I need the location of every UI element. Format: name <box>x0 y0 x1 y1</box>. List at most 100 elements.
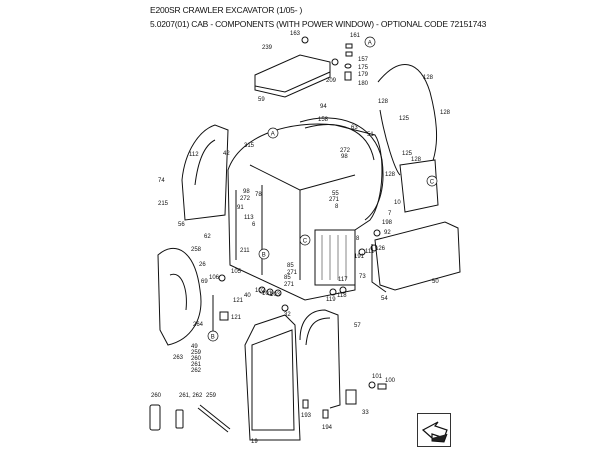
section-marker-circle <box>258 248 270 260</box>
diagram-subtitle: 5.0207(01) CAB - COMPONENTS (WITH POWER … <box>150 19 487 29</box>
section-marker-label: A <box>368 40 372 46</box>
callout-label: 55 <box>332 191 339 197</box>
callout-label: 179 <box>358 72 369 78</box>
callout-label: 119 <box>326 297 336 303</box>
callout-label: 98 <box>243 189 250 195</box>
callout-label: 262 <box>191 368 202 374</box>
callout-label: 194 <box>322 425 333 431</box>
callout-label: 85 <box>287 263 294 269</box>
section-marker-circle <box>299 234 311 246</box>
section-marker-circle <box>364 36 376 48</box>
section-marker-label: B <box>211 334 215 340</box>
callout-label: 260 <box>151 393 162 399</box>
callout-label: 101 <box>372 374 383 380</box>
callout-label: 42 <box>223 151 230 157</box>
section-marker-circle <box>426 175 438 187</box>
callout-label: 271 <box>284 282 295 288</box>
callout-label: 59 <box>258 97 265 103</box>
callout-label: 260 <box>191 356 202 362</box>
section-marker-circle <box>267 127 279 139</box>
callout-label: 100 <box>385 378 396 384</box>
callout-label: 259 <box>206 393 217 399</box>
callout-label: 78 <box>255 192 262 198</box>
callout-label: 62 <box>204 234 211 240</box>
callout-label: 102 <box>255 288 266 294</box>
section-marker-label: C <box>430 179 435 185</box>
callout-label: 74 <box>158 178 165 184</box>
callout-label: 125 <box>402 151 413 157</box>
section-marker-label: B <box>262 252 266 258</box>
callout-label: 128 <box>411 157 422 163</box>
arrow-next-icon <box>421 421 448 443</box>
callout-label: 258 <box>191 247 202 253</box>
callout-label: 121 <box>233 298 244 304</box>
callout-label: 271 <box>287 270 298 276</box>
callout-label: 117 <box>338 277 348 283</box>
callout-label: 56 <box>178 222 185 228</box>
callout-label: 163 <box>290 31 301 37</box>
callout-label: 158 <box>318 117 329 123</box>
callout-label: 94 <box>320 104 327 110</box>
callout-label: 118 <box>337 293 347 299</box>
callout-label: 261 <box>191 362 202 368</box>
callout-label: 180 <box>358 81 369 87</box>
callout-label: 69 <box>201 279 208 285</box>
callout-label: 19 <box>251 439 258 445</box>
callout-label: 7 <box>388 211 392 217</box>
callout-label: 211 <box>240 248 250 254</box>
callout-label: 57 <box>354 323 361 329</box>
callout-label: 92 <box>384 230 391 236</box>
callout-label: 239 <box>262 45 273 51</box>
callout-label: 32 <box>284 312 291 318</box>
callout-label: 161 <box>350 33 361 39</box>
callout-label: 98 <box>341 154 348 160</box>
callout-label: 112 <box>189 152 199 158</box>
callout-label: 50 <box>432 279 439 285</box>
callout-label: 49 <box>191 344 198 350</box>
callout-label: 259 <box>191 350 202 356</box>
section-markers: A A B B C C <box>207 36 438 342</box>
callout-label: 128 <box>423 75 434 81</box>
callout-label: 106 <box>209 275 220 281</box>
callout-label: 215 <box>158 201 169 207</box>
callout-label: 101 <box>262 291 273 297</box>
callout-label: 40 <box>244 293 251 299</box>
callout-label: 10 <box>394 200 401 206</box>
callout-label: 126 <box>375 246 386 252</box>
callout-label: 272 <box>240 196 251 202</box>
callout-label: 272 <box>340 148 351 154</box>
callout-label: 157 <box>358 57 369 63</box>
callout-label: 85 <box>284 275 291 281</box>
callout-label: 128 <box>440 110 451 116</box>
callout-label: 128 <box>378 99 389 105</box>
callout-label: 193 <box>301 413 312 419</box>
callout-label: 113 <box>244 215 254 221</box>
callout-label: 111 <box>365 249 375 255</box>
callout-label: 261, 262 <box>179 393 203 399</box>
section-marker-circle <box>207 330 219 342</box>
callout-label: 121 <box>231 315 242 321</box>
callout-label: 8 <box>335 204 339 210</box>
callout-label: 91 <box>237 205 244 211</box>
callout-label: 8 <box>356 236 360 242</box>
next-page-button[interactable] <box>417 413 451 447</box>
callout-label: 103 <box>270 292 281 298</box>
callout-label: 264 <box>193 322 204 328</box>
callout-label: 209 <box>326 78 337 84</box>
diagram-title: E200SR CRAWLER EXCAVATOR (1/05- ) <box>150 5 303 15</box>
callout-label: 6 <box>252 222 256 228</box>
section-marker-label: C <box>303 238 308 244</box>
callout-label: 198 <box>382 220 393 226</box>
callout-label: 51 <box>367 132 374 138</box>
callout-label: 191 <box>354 254 365 260</box>
callout-label: 263 <box>173 355 184 361</box>
callout-label: 271 <box>329 197 340 203</box>
callout-label: 54 <box>381 296 388 302</box>
callout-label: 175 <box>358 65 369 71</box>
callout-label: 33 <box>362 410 369 416</box>
section-marker-label: A <box>271 131 275 137</box>
callout-label: 105 <box>231 269 242 275</box>
callout-label: 26 <box>199 262 206 268</box>
callout-label: 73 <box>359 274 366 280</box>
